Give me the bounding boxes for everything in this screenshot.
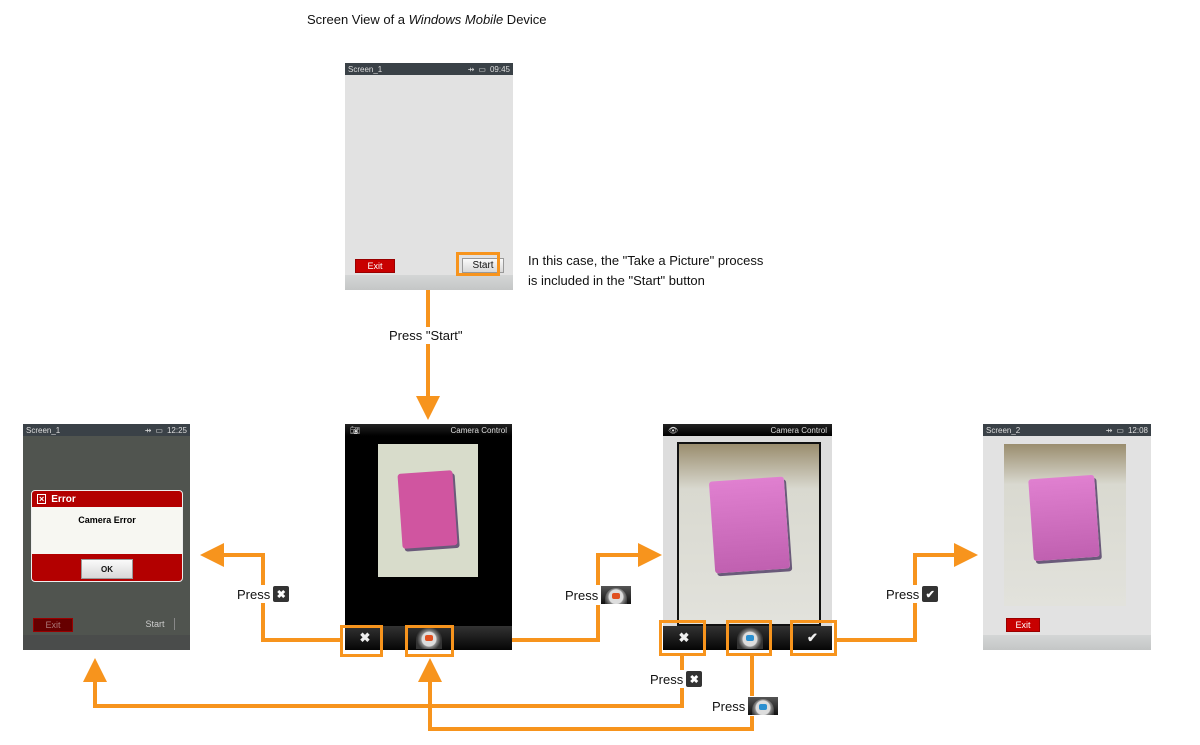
eye-icon: 👁︎ — [668, 425, 679, 435]
screen-title: Screen_2 — [986, 425, 1021, 435]
camera-preview — [378, 444, 478, 577]
label-press-accept: Press✔ — [884, 585, 941, 603]
retake-button[interactable] — [729, 626, 771, 650]
shutter-icon — [416, 627, 442, 649]
arrow-retake-to-camera — [428, 656, 754, 731]
saved-photo — [1004, 444, 1126, 606]
highlight-retake — [726, 620, 772, 656]
clock: 09:45 — [489, 64, 510, 74]
exit-button[interactable]: Exit — [33, 618, 73, 632]
usb-icon: ⇸ — [144, 425, 152, 435]
cancel-icon: ✖ — [686, 671, 703, 687]
usb-icon: ⇸ — [1105, 425, 1113, 435]
highlight-accept — [790, 620, 837, 656]
shutter-icon — [748, 697, 779, 715]
screen-title: Screen_1 — [26, 425, 61, 435]
highlight-capture — [405, 625, 454, 657]
captured-photo — [677, 442, 821, 626]
highlight-discard — [659, 620, 706, 656]
ok-button[interactable]: OK — [81, 559, 133, 579]
usb-icon: ⇸ — [467, 64, 475, 74]
battery-icon: ▭ — [1116, 425, 1124, 435]
capture-button[interactable] — [408, 626, 450, 650]
dialog-title: Error — [51, 493, 76, 505]
shutter-icon — [737, 627, 763, 649]
screen-camera: 📷︎ Camera Control ✖ — [345, 424, 512, 650]
discard-button[interactable]: ✖ — [678, 630, 690, 645]
error-message: Camera Error — [32, 507, 182, 554]
label-press-discard: Press✖ — [648, 670, 705, 688]
arrow-review-cancel-to-error — [93, 656, 684, 708]
label-press-cancel: Press✖ — [235, 585, 292, 603]
check-icon: ✔ — [922, 586, 939, 602]
screen-result: Screen_2 ⇸▭12:08 Exit — [983, 424, 1151, 650]
cancel-button[interactable]: ✖ — [359, 630, 371, 645]
cancel-icon: ✖ — [273, 586, 290, 602]
start-button[interactable]: Start — [462, 258, 504, 273]
camera-header: Camera Control — [770, 425, 827, 435]
exit-button[interactable]: Exit — [1006, 618, 1040, 632]
start-button[interactable]: Start — [136, 618, 175, 630]
label-press-start: Press "Start" — [387, 327, 465, 344]
note-text: In this case, the "Take a Picture" proce… — [528, 253, 764, 288]
label-press-retake: Press — [710, 696, 781, 716]
camera-icon: 📷︎ — [350, 425, 361, 435]
battery-icon: ▭ — [155, 425, 163, 435]
error-dialog: × Error Camera Error OK — [31, 490, 183, 582]
clock: 12:08 — [1127, 425, 1148, 435]
clock: 12:25 — [166, 425, 187, 435]
screen-start: Screen_1 ⇸▭09:45 Exit Start — [345, 63, 513, 290]
highlight-cancel — [340, 625, 383, 657]
screen-review: 👁︎ Camera Control ✖ ✔ — [663, 424, 832, 650]
exit-button[interactable]: Exit — [355, 259, 395, 273]
accept-button[interactable]: ✔ — [807, 630, 818, 645]
screen-title: Screen_1 — [348, 64, 383, 74]
diagram-title: Screen View of a Windows Mobile Device — [307, 12, 547, 27]
highlight-start — [456, 252, 500, 276]
screen-error: Screen_1 ⇸▭12:25 × Error Camera Error OK E… — [23, 424, 190, 650]
camera-header: Camera Control — [450, 425, 507, 435]
shutter-icon — [601, 586, 632, 604]
label-press-capture: Press — [563, 585, 634, 605]
battery-icon: ▭ — [478, 64, 486, 74]
error-icon: × — [37, 494, 47, 504]
